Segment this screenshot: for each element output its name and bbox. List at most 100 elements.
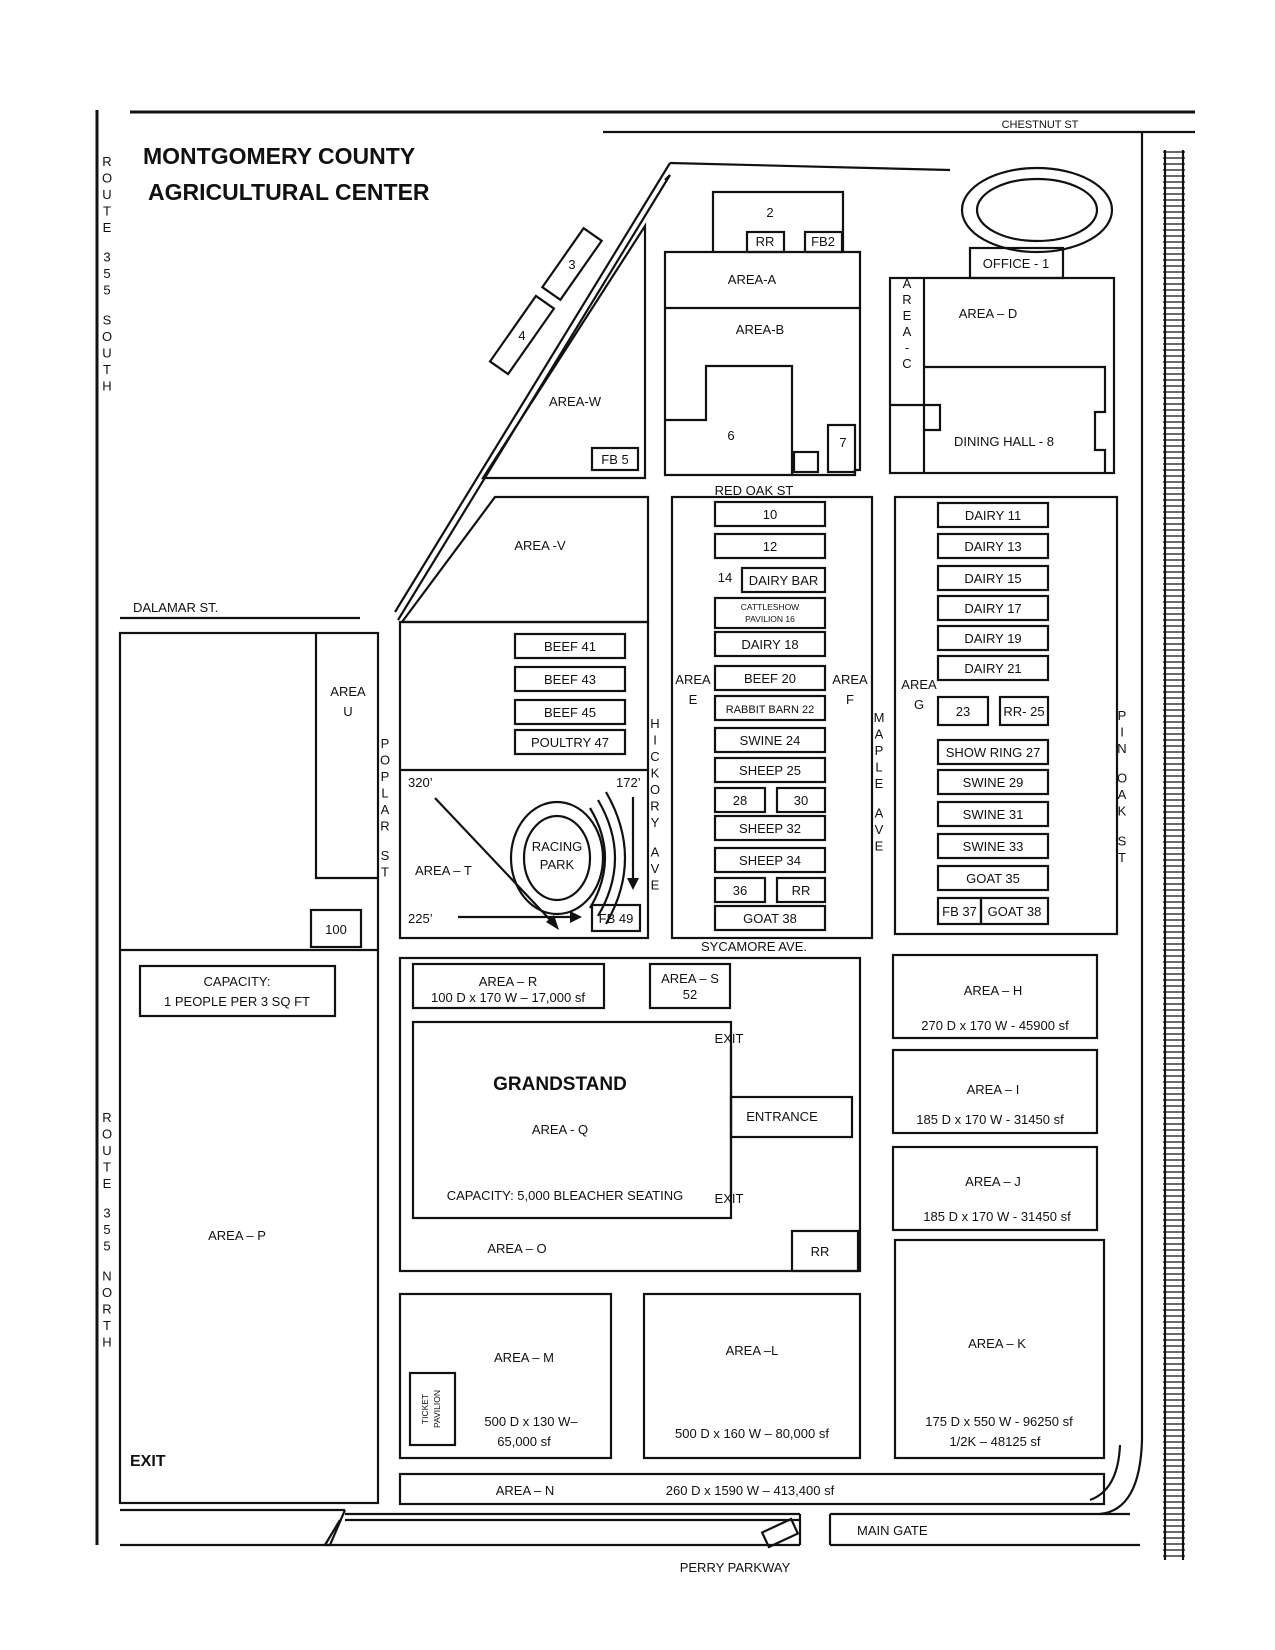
route-355-south-char: H: [102, 378, 111, 393]
beef-building-0-label: BEEF 41: [544, 639, 596, 654]
goat-38-g-label: GOAT 38: [988, 904, 1042, 919]
building-10-label: 10: [763, 507, 777, 522]
ticket-label: TICKET: [420, 1394, 430, 1424]
building-36-box: [713, 876, 767, 904]
area-g-label-2: G: [914, 697, 924, 712]
fb5-label: FB 5: [601, 452, 628, 467]
sheep-34-box: [713, 846, 827, 874]
north-section: 2 RR FB2 3 4 AREA-A AREA-B 6 7 AREA-W FB…: [480, 166, 1116, 480]
fb-37-label: FB 37: [942, 904, 977, 919]
dairy-1-label: DAIRY 13: [964, 539, 1021, 554]
route-355-north-char: 5: [103, 1239, 110, 1254]
area-r-size: 100 D x 170 W – 17,000 sf: [431, 990, 585, 1005]
building-7-label: 7: [839, 435, 846, 450]
rr-36-box: [775, 876, 827, 904]
hickory-ave-char: K: [651, 766, 660, 781]
swine-33-label: SWINE 33: [963, 839, 1024, 854]
dairy-4-box: [936, 624, 1050, 652]
area-v-label: AREA -V: [514, 538, 566, 553]
area-c-label: AREA-C: [902, 276, 911, 371]
building-36-label: 36: [733, 883, 747, 898]
route-355-north-char: O: [102, 1127, 112, 1142]
rabbit-barn-22-box: [713, 694, 827, 722]
swine-24-label: SWINE 24: [740, 733, 801, 748]
sheep-34-label: SHEEP 34: [739, 853, 801, 868]
route-355-north-char: T: [103, 1160, 111, 1175]
building-4-label: 4: [518, 328, 525, 343]
poplar-st-char: S: [381, 848, 390, 863]
poplar-st-char: A: [381, 802, 390, 817]
area-d-label: AREA – D: [959, 306, 1018, 321]
dairy-18-box: [713, 630, 827, 658]
route-355-north-char: H: [102, 1334, 111, 1349]
pin-oak-st-char: T: [1118, 850, 1126, 865]
area-o-label: AREA – O: [487, 1241, 546, 1256]
vertical-street-labels: ROUTE355SOUTHROUTE355NORTHPOPLARSTHICKOR…: [102, 154, 1127, 1349]
dairy-1-box: [936, 532, 1050, 560]
hickory-ave-char: Y: [651, 815, 660, 830]
show-ring-27-label: SHOW RING 27: [946, 745, 1041, 760]
building-28-box: [713, 786, 767, 814]
area-c-char: C: [902, 356, 911, 371]
grandstand-label: GRANDSTAND: [493, 1074, 627, 1095]
maple-ave-char: E: [875, 839, 884, 854]
route-355-south-char: E: [103, 220, 112, 235]
route-355-south-char: U: [102, 187, 111, 202]
building-12-box: [713, 532, 827, 560]
sheep-32-label: SHEEP 32: [739, 821, 801, 836]
route-355-north-char: U: [102, 1143, 111, 1158]
maple-ave-char: A: [875, 806, 884, 821]
maple-ave-char: M: [874, 710, 885, 725]
rr-25-label: RR- 25: [1003, 704, 1044, 719]
beef-building-1-box: [513, 665, 627, 693]
area-p-label: AREA – P: [208, 1228, 266, 1243]
dairy-3-label: DAIRY 17: [964, 601, 1021, 616]
goat-38-e-box: [713, 904, 827, 932]
office-1-label: OFFICE - 1: [983, 256, 1049, 271]
area-t-label: AREA – T: [415, 863, 472, 878]
route-355-south-char: 5: [103, 266, 110, 281]
poplar-st-char: L: [381, 786, 388, 801]
route-355-north-char: 3: [103, 1206, 110, 1221]
area-s-number: 52: [683, 987, 697, 1002]
goat-38-g-box: [979, 896, 1050, 926]
poplar-st-char: O: [380, 753, 390, 768]
dist-320-label: 320’: [408, 775, 433, 790]
beef-building-0-box: [513, 632, 627, 660]
area-l-label: AREA –L: [726, 1343, 779, 1358]
cattleshow-pavilion-box: [713, 596, 827, 630]
swine-31-box: [936, 800, 1050, 828]
building-2-label: 2: [766, 205, 773, 220]
dairy-4-label: DAIRY 19: [964, 631, 1021, 646]
area-h-label: AREA – H: [964, 983, 1023, 998]
route-355-south-char: O: [102, 329, 112, 344]
beef-20-box: [713, 664, 827, 692]
beef-building-3-box: [513, 728, 627, 756]
main-gate-label: MAIN GATE: [857, 1523, 928, 1538]
hickory-ave-char: V: [651, 861, 660, 876]
area-c-char: E: [903, 308, 912, 323]
pin-oak-st-char: O: [1117, 771, 1127, 786]
area-s-label: AREA – S: [661, 971, 719, 986]
area-f-label-1: AREA: [832, 672, 868, 687]
route-355-north-char: R: [102, 1301, 111, 1316]
map-title-line-2: AGRICULTURAL CENTER: [148, 179, 430, 205]
rabbit-barn-22-label: RABBIT BARN 22: [726, 704, 814, 716]
poplar-st-char: P: [381, 769, 390, 784]
route-355-north-char: E: [103, 1176, 112, 1191]
route-355-north-char: N: [102, 1268, 111, 1283]
rr-south-label: RR: [811, 1244, 830, 1259]
route-355-north-char: O: [102, 1285, 112, 1300]
swine-31-label: SWINE 31: [963, 807, 1024, 822]
area-k-half: 1/2K – 48125 sf: [949, 1434, 1040, 1449]
building-30-box: [775, 786, 827, 814]
dairy-0-label: DAIRY 11: [965, 508, 1021, 523]
cattleshow-label: CATTLESHOW: [741, 602, 799, 612]
rr-36-label: RR: [792, 883, 811, 898]
capacity-label-2: 1 PEOPLE PER 3 SQ FT: [164, 994, 310, 1009]
swine-33-box: [936, 832, 1050, 860]
exit-bottom-label: EXIT: [715, 1191, 744, 1206]
area-k-label: AREA – K: [968, 1336, 1026, 1351]
